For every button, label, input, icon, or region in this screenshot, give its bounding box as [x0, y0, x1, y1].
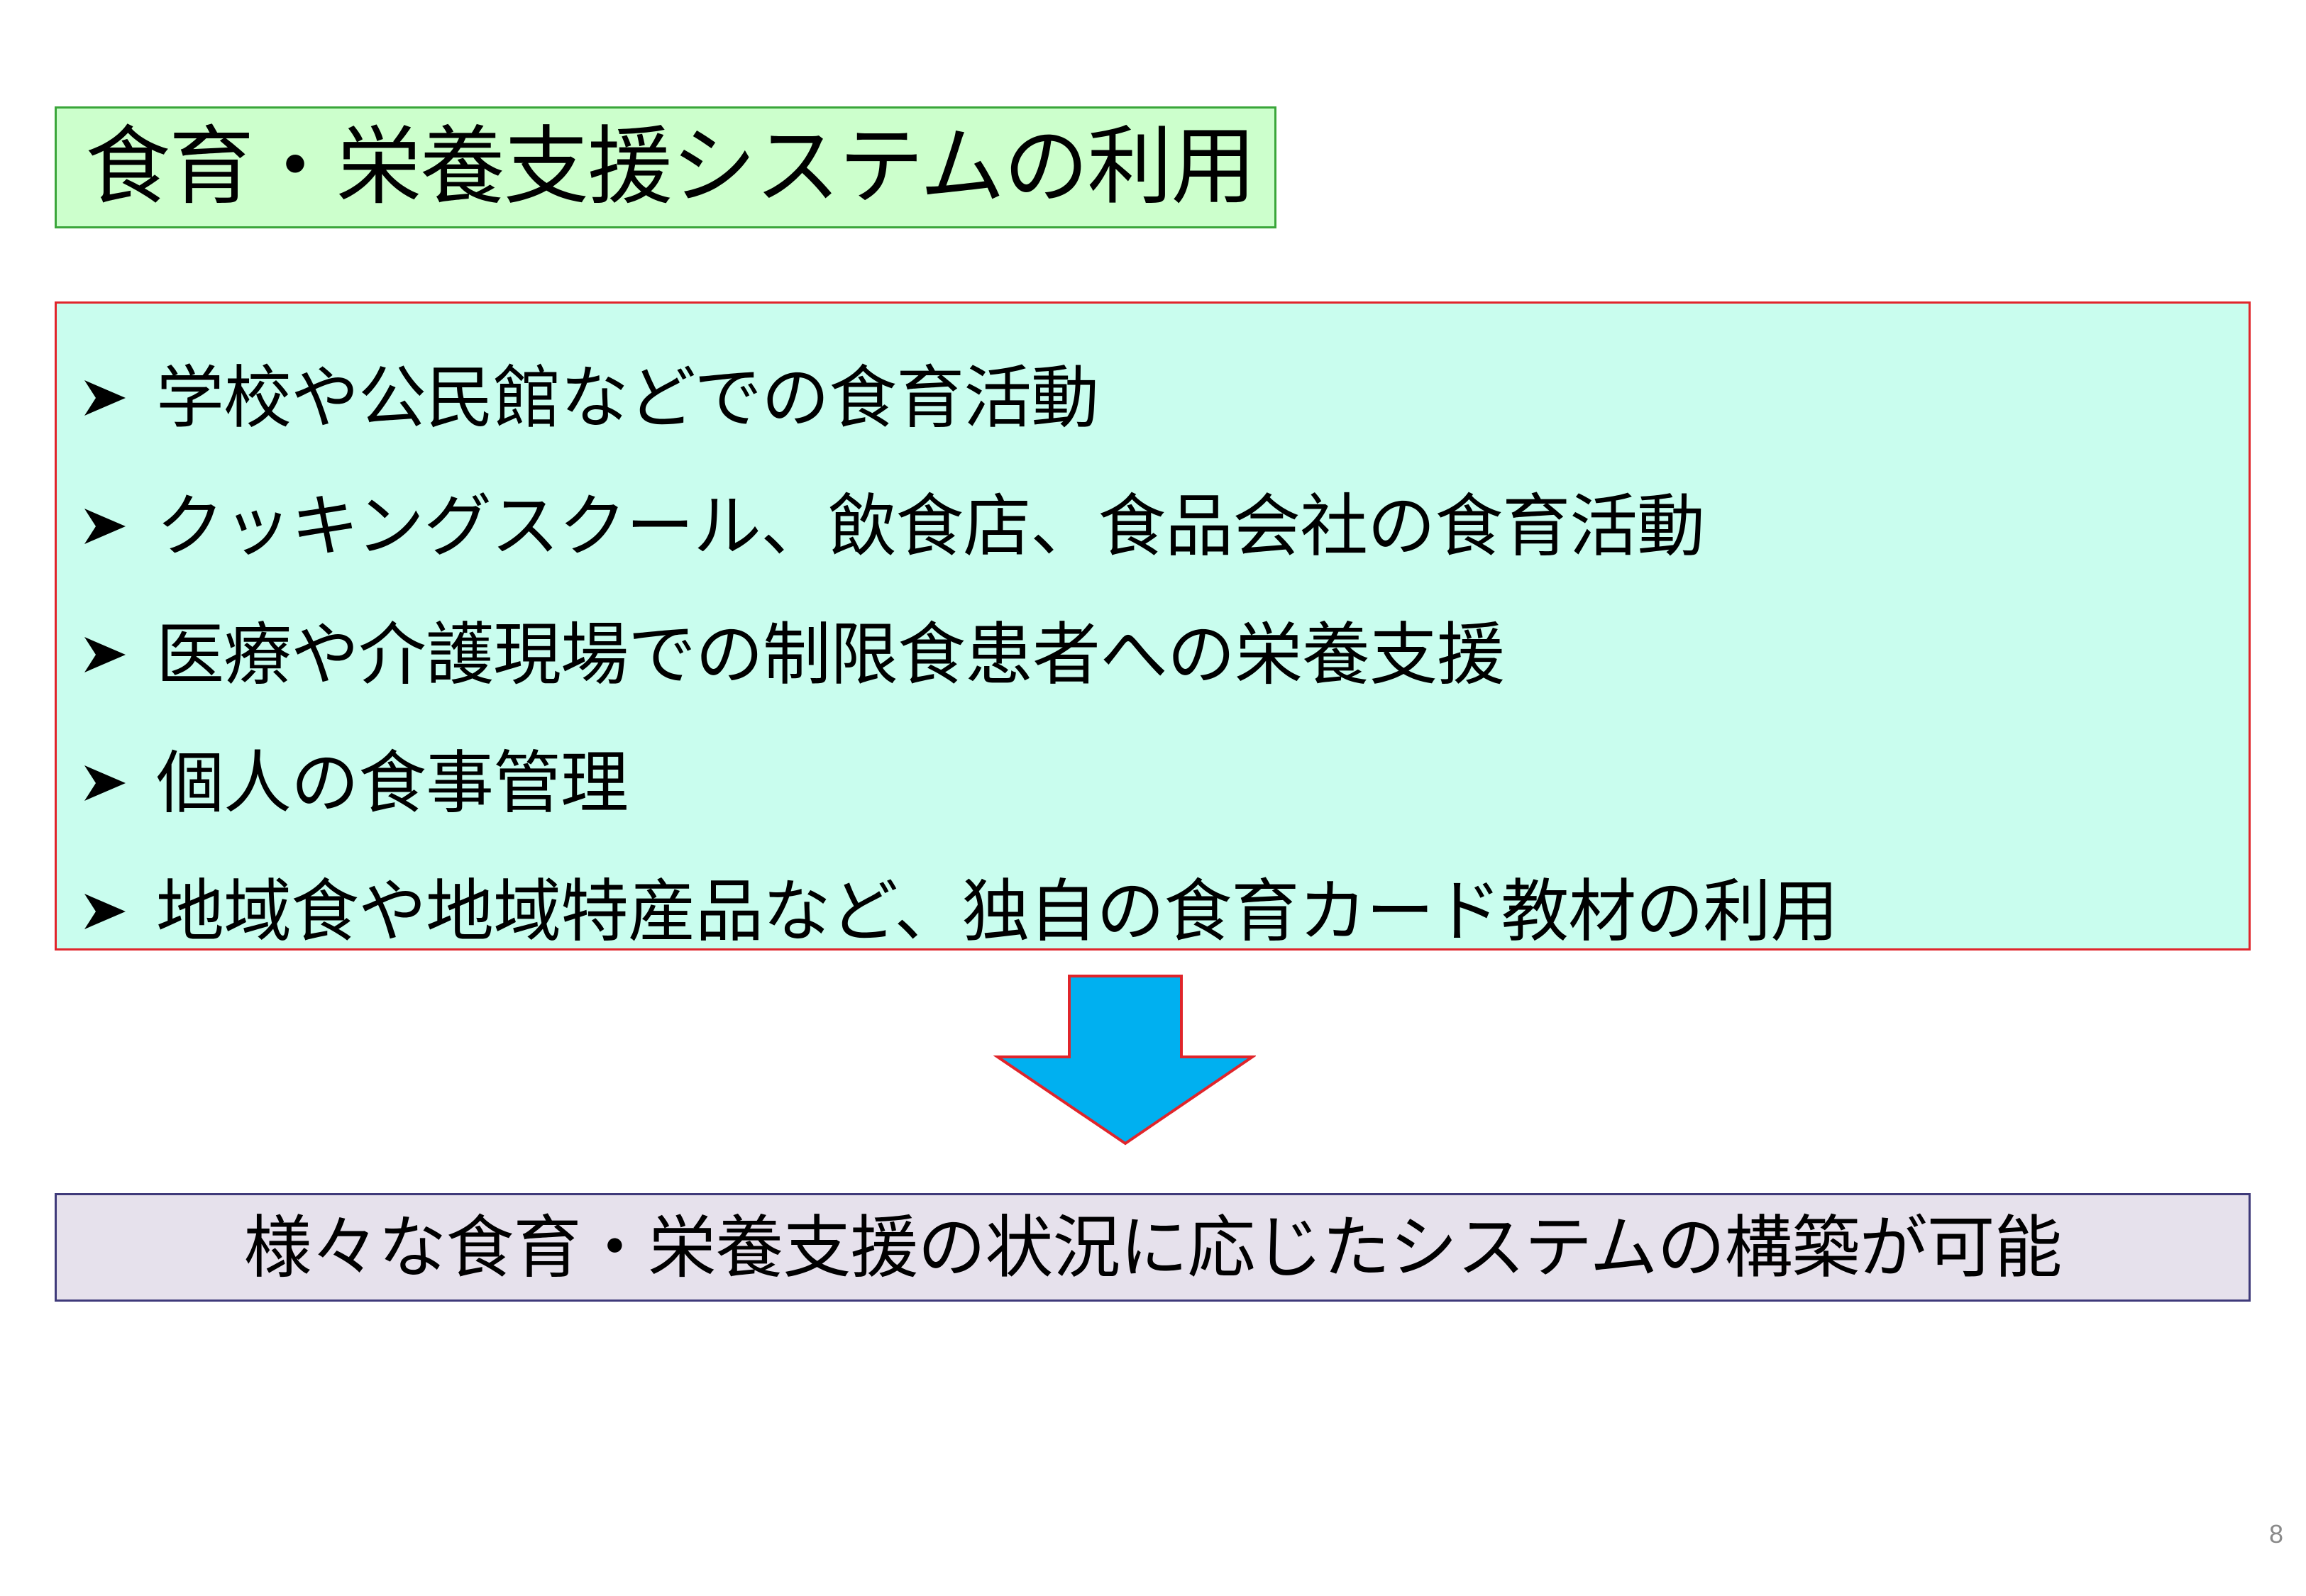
arrowhead-bullet-icon: [82, 484, 137, 569]
down-arrow-icon: [993, 975, 1256, 1146]
conclusion-box: 様々な食育・栄養支援の状況に応じたシステムの構築が可能: [55, 1193, 2251, 1302]
usage-list-box: 学校や公民館などでの食育活動 クッキングスクール、飲食店、食品会社の食育活動 医…: [55, 301, 2251, 951]
list-item-label: 地域食や地域特産品など、独自の食育カード教材の利用: [156, 871, 1838, 951]
list-item: 学校や公民館などでの食育活動: [82, 333, 2249, 462]
page-number: 8: [2268, 1519, 2283, 1548]
list-item: 個人の食事管理: [82, 719, 2249, 847]
slide-title: 食育・栄養支援システムの利用: [85, 118, 1256, 216]
list-item: クッキングスクール、飲食店、食品会社の食育活動: [82, 462, 2249, 590]
list-item-label: クッキングスクール、飲食店、食品会社の食育活動: [156, 486, 1705, 566]
list-item-label: 医療や介護現場での制限食患者への栄養支援: [156, 614, 1505, 694]
list-item-label: 個人の食事管理: [156, 743, 629, 823]
conclusion-text: 様々な食育・栄養支援の状況に応じたシステムの構築が可能: [243, 1207, 2062, 1287]
slide-title-box: 食育・栄養支援システムの利用: [55, 106, 1276, 228]
list-item: 地域食や地域特産品など、独自の食育カード教材の利用: [82, 847, 2249, 975]
arrowhead-bullet-icon: [82, 741, 137, 826]
list-item-label: 学校や公民館などでの食育活動: [156, 358, 1099, 438]
arrowhead-bullet-icon: [82, 355, 137, 440]
arrowhead-bullet-icon: [82, 869, 137, 954]
list-item: 医療や介護現場での制限食患者への栄養支援: [82, 590, 2249, 719]
arrowhead-bullet-icon: [82, 612, 137, 697]
